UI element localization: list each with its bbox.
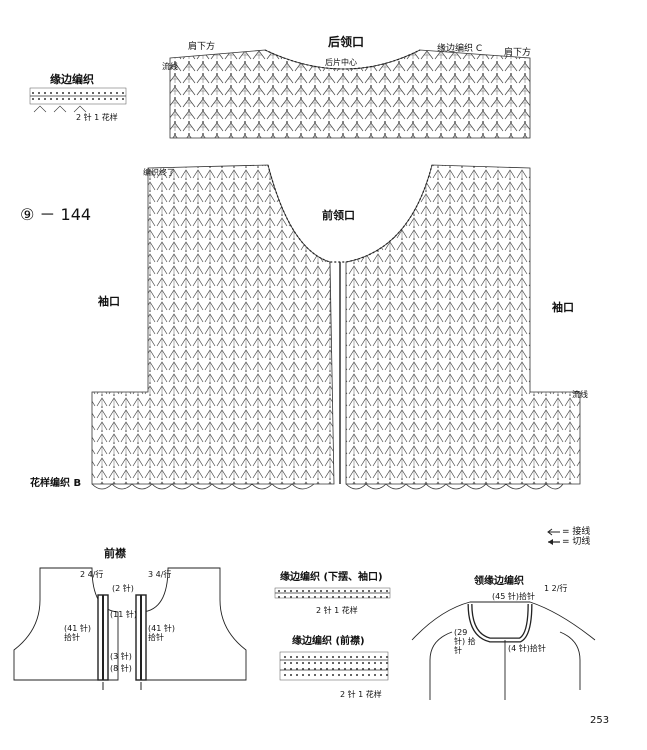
back-shoulder-left-label: 肩下方	[188, 42, 216, 52]
front-band-title: 前襟	[104, 547, 126, 560]
collar-title: 领缘边编织	[474, 576, 524, 587]
pattern-b-label: 花样编织 B	[30, 478, 82, 489]
front-panel-left-chart	[91, 164, 335, 485]
edging-swatch-top-title: 缘边编织	[50, 73, 94, 86]
front-band-stitches-3: (3 针)	[110, 652, 132, 661]
back-panel-chart	[169, 49, 531, 139]
back-neck-title: 后领口	[328, 35, 365, 49]
armhole-left-label: 袖口	[98, 295, 120, 308]
front-band-stitches-2: (2 针)	[112, 584, 134, 593]
edging-front-repeat: 2 针 1 花样	[340, 690, 382, 699]
collar-pickup-back: (45 针)拾针	[492, 592, 535, 601]
edging-swatch-top-repeat: 2 针 1 花样	[76, 113, 118, 122]
front-left-top-label: 编织终了	[143, 168, 175, 177]
front-band-fraction-left: 2 4/行	[80, 570, 104, 579]
front-panel-right-chart	[345, 164, 581, 485]
front-band-stitches-11: (11 针)	[110, 610, 137, 619]
legend-symbols	[547, 528, 560, 545]
front-join-label: 流线	[572, 390, 588, 399]
collar-schematic	[411, 601, 596, 700]
back-center-label: 后片中心	[325, 58, 357, 67]
back-edging-label: 缘边编织 C	[437, 44, 483, 54]
back-join-label: 流线	[162, 62, 178, 71]
edging-hem-repeat: 2 针 1 花样	[316, 606, 358, 615]
edging-front-swatch	[279, 651, 389, 681]
edging-hem-title: 缘边编织 (下摆、袖口)	[280, 572, 383, 583]
collar-fraction: 1 2/行	[544, 584, 568, 593]
front-band-pickup-left: (41 针) 拾针	[64, 624, 91, 642]
edging-swatch-top	[29, 87, 127, 113]
page-number: 253	[590, 715, 610, 726]
front-band-schematic	[13, 567, 247, 690]
legend-join: = 接线	[562, 527, 591, 537]
hem-scallop-edge	[91, 483, 564, 490]
armhole-right-label: 袖口	[552, 301, 574, 314]
back-shoulder-right-label: 肩下方	[504, 48, 532, 58]
front-band-pickup-right: (41 针) 拾针	[148, 624, 175, 642]
front-band-stitches-8: (8 针)	[110, 664, 132, 673]
collar-pickup-center: (4 针)拾针	[508, 644, 546, 653]
front-neck-edge	[267, 164, 433, 484]
collar-pickup-side: (29 针) 拾针	[454, 628, 476, 655]
pattern-code: ⑨ － 144	[20, 205, 92, 224]
front-band-fraction-right: 3 4/行	[148, 570, 172, 579]
edging-hem-swatch	[274, 587, 391, 599]
front-neck-title: 前领口	[322, 209, 355, 222]
legend-cut: = 切线	[562, 537, 591, 547]
edging-front-title: 缘边编织 (前襟)	[292, 636, 365, 647]
